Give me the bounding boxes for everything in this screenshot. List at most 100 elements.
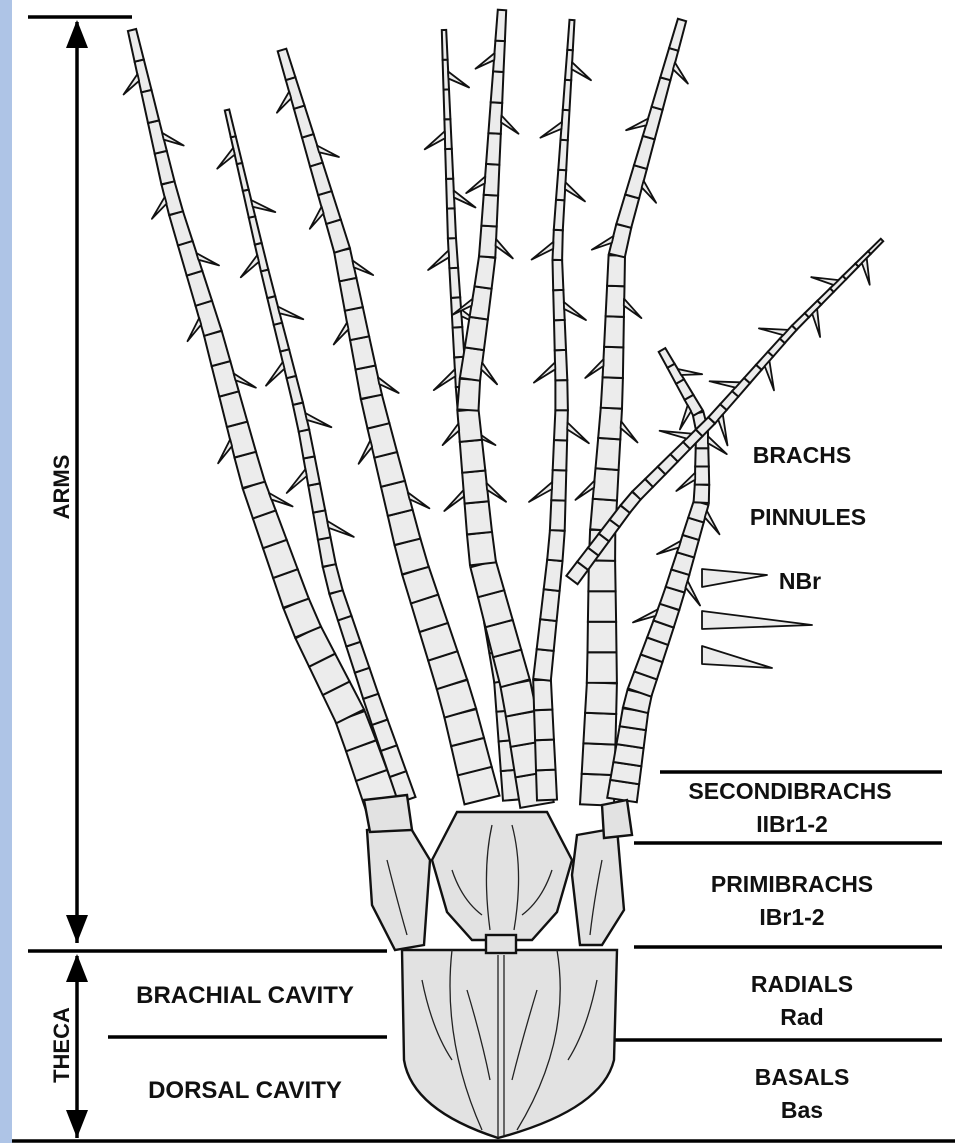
brachial-ossicle [554,200,565,231]
pinnule [152,197,167,219]
radials-code: Rad [780,1004,823,1030]
brachial-ossicle [294,106,314,138]
dorsal-cavity-label: DORSAL CAVITY [148,1077,342,1104]
pinnule [765,361,774,391]
pinnule [811,277,838,285]
pinnule [443,423,460,445]
brachial-ossicle [606,286,625,317]
basals-label: BASALS [755,1064,850,1090]
brachial-ossicle [318,537,336,566]
brachial-ossicle [551,470,566,501]
brachial-ossicle [695,467,709,485]
theca-label: THECA [49,1007,74,1083]
pinnule [567,423,589,444]
brachial-ossicle [533,680,552,711]
pinnule [217,148,235,169]
brachial-ossicle [604,316,624,347]
pinnule [565,182,585,201]
brachial-ossicle [350,336,375,369]
brachial-ossicle [534,710,554,741]
pinnule [496,239,513,258]
brachial-ossicle [585,682,617,714]
brachial-ossicle [453,327,465,357]
brachial-ossicle [596,438,621,470]
brachial-ossicle [308,483,325,512]
brachial-ossicle [225,110,236,138]
secondibrachs-code: IIBr1-2 [756,811,828,837]
brachial-ossicle [249,216,262,244]
pinnule [466,176,485,193]
brachial-ossicle [326,220,350,253]
brachial-ossicle [475,256,496,289]
brachial-ossicle [470,561,504,598]
pinnules-label: PINNULES [750,504,866,530]
pinnule [708,436,727,454]
radials-label: RADIALS [751,971,853,997]
diagram-canvas: ARMS THECA BRACHIAL CAVITY DORSAL CAVITY… [12,0,955,1143]
pinnule [862,258,870,285]
brachial-ossicle [554,410,568,441]
brachial-ossicle [481,195,498,227]
brachs-label: BRACHS [753,442,851,468]
brachial-ossicle [274,323,289,352]
pinnule [710,381,741,387]
brachial-ossicle [444,89,451,119]
brachial-ossicle [601,377,623,408]
primibrachs-label: PRIMIBRACHS [711,871,873,897]
pinnule [476,53,495,69]
brachial-ossicle [345,307,369,340]
brachial-ossicle [607,255,625,286]
brachial-ossicle [553,440,567,471]
brachial-ossicle [540,589,559,621]
brachial-ossicle [261,270,275,299]
nbr-label: NBr [779,568,821,594]
brachial-ossicle [588,591,616,622]
pinnule [124,74,140,95]
pinnule [425,131,445,149]
brachial-ossicle [442,30,448,60]
brachial-ossicle [547,530,565,561]
basals-code: Bas [781,1097,823,1123]
brachial-ossicle [554,320,566,350]
brachial-ossicle [553,260,564,290]
brachial-ossicle [310,163,332,196]
pinnule [621,421,638,442]
brachial-ossicle [457,409,482,442]
pinnule [572,62,591,80]
basal-plates [402,950,617,1138]
brachial-ossicle [329,590,351,621]
pinnule [686,581,701,606]
pinnule [585,359,604,378]
pinnule [501,115,519,133]
pinnule [428,250,449,270]
pinnule [188,318,202,341]
brachial-ossicle [467,532,496,566]
brachial-ossicle [141,90,159,123]
pinnule [540,122,562,138]
radial-plate-right [572,828,624,945]
pinnule [277,92,291,113]
pinnule [676,473,695,491]
pinnule [678,369,703,375]
brachial-ossicle [299,430,315,459]
brachial-ossicle [555,380,568,410]
brachial-ossicle [616,195,639,228]
brachial-ossicle [488,102,502,134]
brachial-ossicle [361,394,390,428]
pinnule [680,405,691,429]
pinnule [660,431,692,439]
pinnule [642,181,656,203]
pinnule [434,369,456,390]
brachial-ossicle [479,226,497,258]
brachial-ossicle [491,71,504,103]
brachial-ossicle [843,264,859,280]
pinnule [266,362,285,386]
pinnule [812,309,820,337]
pinnule [310,207,324,229]
pinnule [454,191,476,208]
pinnule [624,299,642,319]
pinnule [529,482,552,502]
brachial-ossicle [237,163,249,191]
brachial-ossicle [669,19,686,51]
pinnule [718,414,727,445]
